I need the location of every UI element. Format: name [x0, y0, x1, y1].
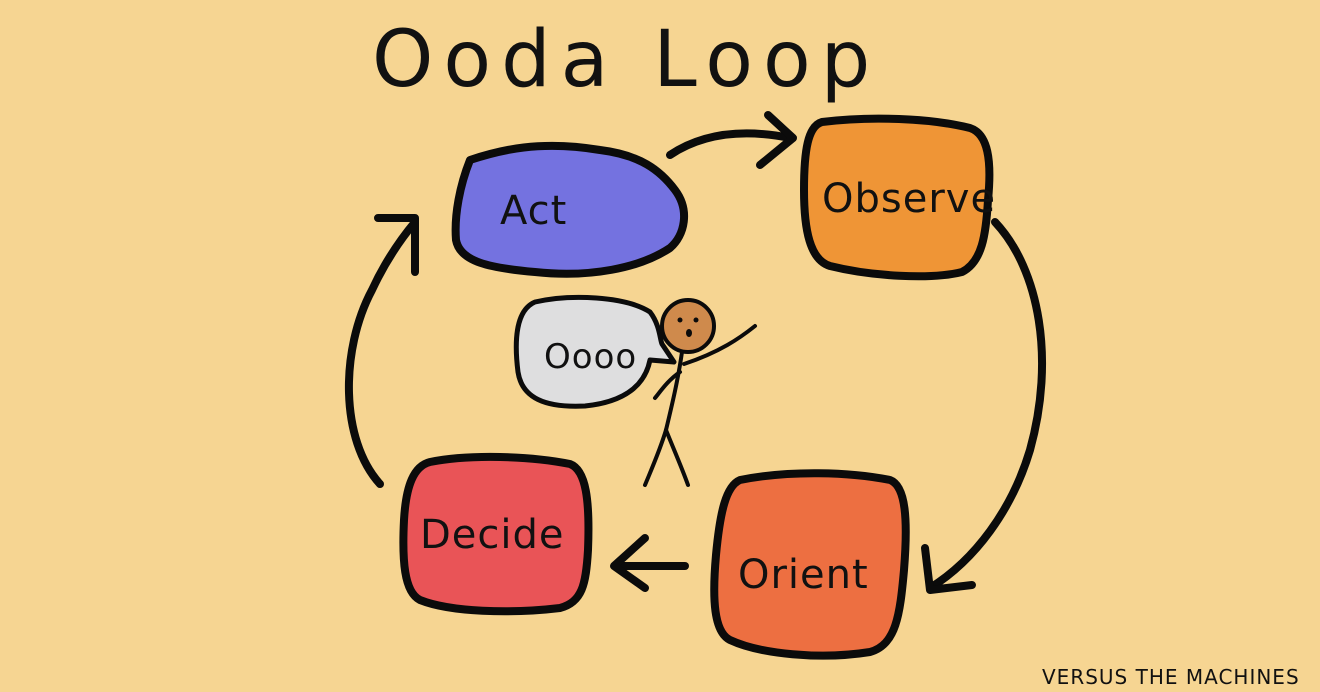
- arrow-orient-to-decide: [610, 534, 689, 592]
- node-observe-shape: [800, 114, 994, 281]
- node-orient: Orient: [710, 469, 910, 660]
- node-orient-shape: [710, 469, 910, 660]
- speech-bubble-shape: [513, 294, 677, 409]
- node-observe-label: Observe: [822, 176, 996, 222]
- speech-bubble: Oooo: [513, 294, 677, 409]
- arrow-act-to-observe: [666, 111, 797, 169]
- stick-figure: [643, 298, 757, 487]
- speech-bubble-label: Oooo: [544, 337, 637, 377]
- credit-text: VERSUS THE MACHINES: [1042, 665, 1300, 689]
- node-act-shape: [451, 141, 689, 278]
- node-decide: Decide: [399, 452, 593, 616]
- node-orient-label: Orient: [738, 552, 869, 598]
- node-observe: Observe: [800, 114, 996, 281]
- node-decide-shape: [399, 452, 593, 616]
- stick-figure-head: [660, 298, 716, 354]
- node-act: Act: [451, 141, 689, 278]
- node-decide-label: Decide: [420, 512, 565, 558]
- node-act-label: Act: [500, 188, 567, 234]
- arrow-observe-to-orient: [921, 218, 1047, 594]
- diagram-title: Ooda Loop: [372, 15, 880, 105]
- arrow-decide-to-act: [344, 214, 419, 488]
